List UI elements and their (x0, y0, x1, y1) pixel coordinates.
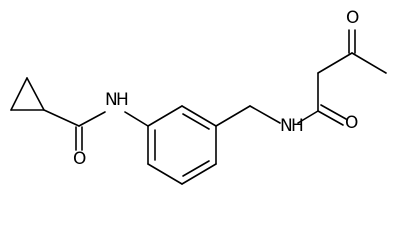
atom-label-h-left: H (116, 90, 129, 110)
bond-benzene-5 (147, 163, 183, 185)
bond-ketone-to-methyl (351, 52, 387, 74)
bond-ch2-to-ketone (317, 52, 353, 74)
atom-label-h-right: H (291, 116, 304, 136)
atom-label-o-ketone: O (346, 8, 359, 28)
bond-nh-right-to-carbonyl (297, 110, 319, 124)
bond-cyclopropyl-2 (26, 77, 45, 111)
bond-carbonyl-right-double-a (317, 110, 344, 126)
bond-ch2-to-nh-right (249, 105, 281, 124)
bond-benzene-4 (181, 163, 217, 185)
bond-cyclopropyl-1 (10, 77, 28, 111)
bond-carbonyl-right-double-b (320, 104, 347, 120)
bond-benzene-inner-1 (182, 113, 210, 130)
atom-label-n-left: N (105, 90, 118, 110)
bond-benzene-2 (181, 105, 217, 127)
atom-label-n-right: N (280, 116, 293, 136)
chemical-structure-diagram: N H O N H O O (10, 8, 387, 185)
atom-labels: N H O N H O O (73, 8, 359, 169)
bonds (10, 29, 387, 185)
atom-label-o-right: O (345, 113, 358, 133)
atom-label-o-left: O (73, 149, 86, 169)
bond-nh-left-to-ring (124, 111, 149, 127)
bond-benzene-inner-2 (182, 160, 210, 177)
bond-benzene-1 (147, 105, 183, 127)
bond-carbonyl-to-nh-left (78, 111, 106, 127)
bond-ring-to-ch2 (215, 105, 251, 127)
bond-ring-to-carbonyl (43, 109, 80, 127)
